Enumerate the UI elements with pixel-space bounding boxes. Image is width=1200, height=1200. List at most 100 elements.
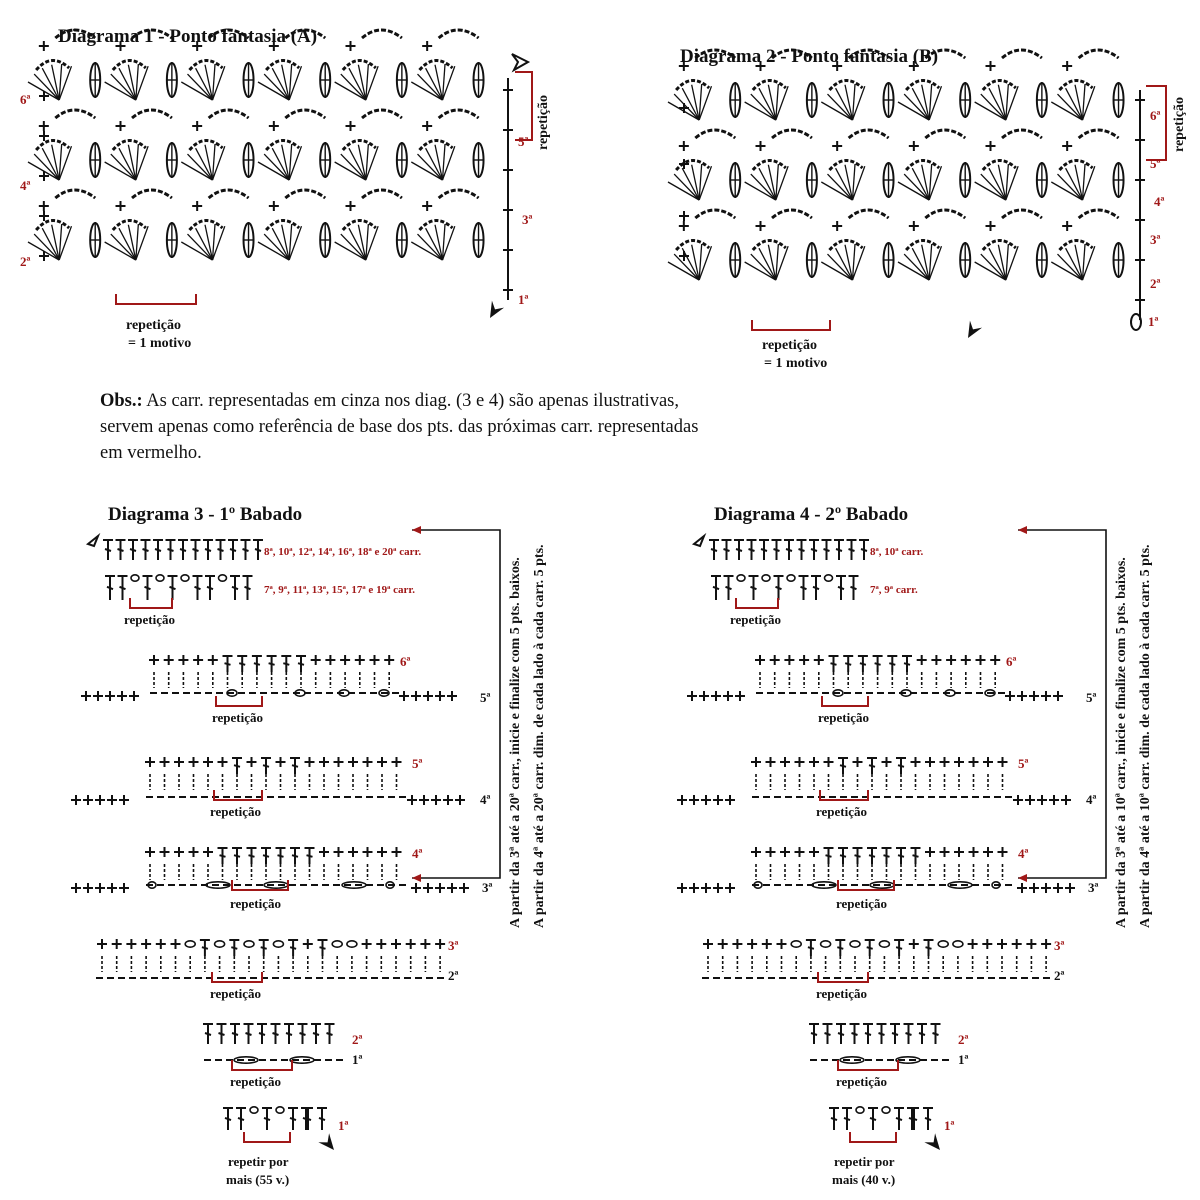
start-arrow-icon xyxy=(924,1133,945,1154)
dc-stitch xyxy=(836,549,842,551)
repeat-bracket xyxy=(838,1060,898,1070)
chain-stitch xyxy=(953,941,963,947)
dc-stitch xyxy=(726,587,732,589)
guide-arrow-icon xyxy=(1018,874,1027,882)
dc-stitch xyxy=(896,947,902,949)
d4-repeat-b: repetição xyxy=(818,710,869,726)
dc-stitch xyxy=(904,663,910,665)
dc-stitch xyxy=(840,765,846,767)
dc-stitch xyxy=(713,587,719,589)
dc-stitch xyxy=(761,549,767,551)
d4-row4b: 4ª xyxy=(1086,792,1096,808)
dc-stitch xyxy=(867,947,873,949)
dc-stitch xyxy=(799,549,805,551)
dc-stitch xyxy=(801,587,807,589)
dc-stitch xyxy=(906,1033,912,1035)
dc-stitch xyxy=(711,549,717,551)
repeat-bracket xyxy=(850,1132,896,1142)
dc-stitch xyxy=(826,855,832,857)
dc-stitch xyxy=(840,855,846,857)
d4-row4: 4ª xyxy=(1018,846,1028,862)
dc-stitch xyxy=(919,1033,925,1035)
d4-row3b: 3ª xyxy=(1088,880,1098,896)
chain-stitch xyxy=(825,575,833,581)
dc-stitch xyxy=(831,663,837,665)
dc-stitch xyxy=(861,549,867,551)
dc-stitch xyxy=(852,1033,858,1035)
dc-stitch xyxy=(749,549,755,551)
dc-stitch xyxy=(865,1033,871,1035)
dc-stitch xyxy=(838,587,844,589)
chain-stitch xyxy=(882,1107,890,1113)
dc-stitch xyxy=(884,855,890,857)
d4-row1: 1ª xyxy=(944,1118,954,1134)
dc-stitch xyxy=(879,1033,885,1035)
dc-stitch xyxy=(913,855,919,857)
d4-row2b: 2ª xyxy=(1054,968,1064,984)
dc-stitch xyxy=(898,765,904,767)
d4-repeat-d: repetição xyxy=(836,896,887,912)
dc-stitch xyxy=(774,549,780,551)
dc-stitch xyxy=(889,663,895,665)
dc-stitch xyxy=(813,587,819,589)
dc-stitch xyxy=(870,1118,876,1120)
d4-side-note-1: A partir da 3ª até a 10ª carr., inicie e… xyxy=(1114,557,1130,928)
dc-stitch xyxy=(844,1118,850,1120)
dc-stitch xyxy=(824,549,830,551)
dc-stitch xyxy=(892,1033,898,1035)
dc-stitch xyxy=(855,855,861,857)
dc-stitch xyxy=(933,1033,939,1035)
dc-stitch xyxy=(896,1118,902,1120)
d4-row2: 2ª xyxy=(958,1032,968,1048)
d4-repeat-e: repetição xyxy=(816,986,867,1002)
d4-row6: 6ª xyxy=(1006,654,1016,670)
chain-stitch xyxy=(850,941,860,947)
dc-stitch xyxy=(869,855,875,857)
d4-even-rows: 8ª, 10ª carr. xyxy=(870,546,923,558)
dc-stitch xyxy=(869,765,875,767)
dc-stitch xyxy=(724,549,730,551)
chain-stitch xyxy=(737,575,745,581)
dc-stitch xyxy=(811,549,817,551)
d4-repeat-a: repetição xyxy=(730,612,781,628)
repeat-bracket xyxy=(736,598,778,608)
repeat-bracket xyxy=(822,696,868,706)
dc-stitch xyxy=(898,855,904,857)
dc-stitch xyxy=(926,947,932,949)
chain-stitch xyxy=(821,941,831,947)
d4-repeat-count: mais (40 v.) xyxy=(832,1172,895,1188)
dc-stitch xyxy=(860,663,866,665)
chain-stitch xyxy=(787,575,795,581)
chain-stitch xyxy=(856,1107,864,1113)
repeat-bracket xyxy=(820,790,868,800)
dc-stitch xyxy=(875,663,881,665)
d4-row5: 5ª xyxy=(1018,756,1028,772)
chain-stitch xyxy=(938,941,948,947)
guide-arrow-icon xyxy=(1018,526,1027,534)
dc-stitch xyxy=(786,549,792,551)
chain-stitch xyxy=(879,941,889,947)
dc-stitch xyxy=(838,1033,844,1035)
d4-repeat-c: repetição xyxy=(816,804,867,820)
dc-stitch xyxy=(808,947,814,949)
dc-stitch xyxy=(751,587,757,589)
d4-row3: 3ª xyxy=(1054,938,1064,954)
dc-stitch xyxy=(851,587,857,589)
dc-stitch xyxy=(831,1118,837,1120)
dc-stitch xyxy=(925,1118,931,1120)
dc-stitch xyxy=(849,549,855,551)
dc-stitch xyxy=(811,1033,817,1035)
dc-stitch xyxy=(825,1033,831,1035)
dc-stitch xyxy=(736,549,742,551)
d4-row1b: 1ª xyxy=(958,1052,968,1068)
d4-repeat-f: repetição xyxy=(836,1074,887,1090)
dc-stitch xyxy=(776,587,782,589)
d4-side-note-2: A partir da 4ª até a 10ª carr. dim. de c… xyxy=(1138,544,1154,928)
d4-repeat-more: repetir por xyxy=(834,1154,895,1170)
dc-stitch xyxy=(845,663,851,665)
d4-odd-rows: 7ª, 9ª carr. xyxy=(870,584,918,596)
chain-stitch xyxy=(791,941,801,947)
d4-row5b: 5ª xyxy=(1086,690,1096,706)
dc-stitch xyxy=(837,947,843,949)
